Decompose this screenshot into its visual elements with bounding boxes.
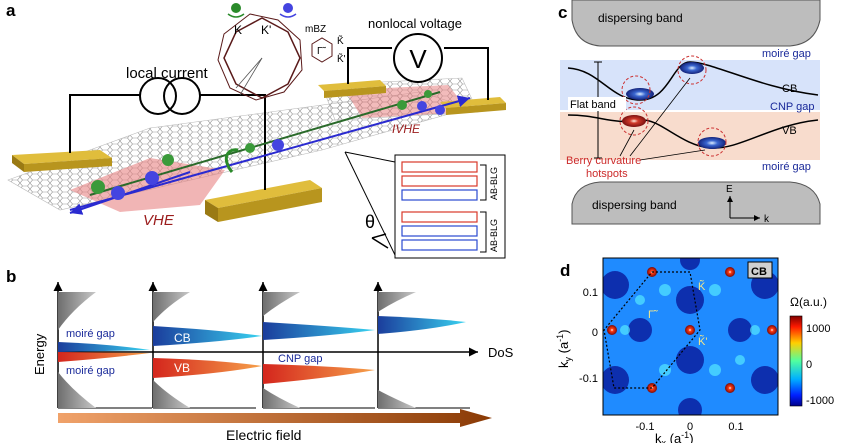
dispersing-bands xyxy=(58,292,416,408)
hotspot-circles xyxy=(619,55,727,157)
colorbar-tick: 1000 xyxy=(806,323,830,335)
nonlocal-voltage-label: nonlocal voltage xyxy=(368,16,462,31)
hotspot-cb-max xyxy=(680,62,704,74)
cnp-gap-label: CNP gap xyxy=(770,101,814,113)
ab-blg-top-label: AB-BLG xyxy=(489,167,499,200)
x-tick: 0 xyxy=(687,421,693,433)
gamma-tilde-label: Γ̃ xyxy=(317,46,327,57)
kp-tilde-label: K̃' xyxy=(698,335,707,348)
current-source-icon xyxy=(139,77,201,115)
valley-Kp-label: K' xyxy=(261,23,271,37)
colorbar-tick: -1000 xyxy=(806,395,834,407)
theta-label: θ xyxy=(365,212,375,232)
energy-axis-label: Energy xyxy=(32,333,47,375)
dispersing-band-bottom xyxy=(571,181,821,225)
panel-d: d xyxy=(555,257,834,443)
vb-band-region xyxy=(560,112,820,160)
panel-c: c dispersing band moiré gap CB CNP gap V… xyxy=(558,0,821,225)
cb-badge xyxy=(747,261,773,279)
contacts xyxy=(12,80,506,222)
mbz-hexagon xyxy=(603,271,701,389)
kp-tilde-label: K̃' xyxy=(337,52,346,65)
cb-dispersion-curve xyxy=(567,61,819,101)
dispersing-band-top xyxy=(571,0,821,47)
cb-label: CB xyxy=(174,331,191,345)
panel-letter-d: d xyxy=(560,261,570,280)
hotspot-vb-max xyxy=(622,115,646,127)
local-current-label: local current xyxy=(126,65,209,82)
dispersing-band-bottom-label: dispersing band xyxy=(592,198,677,212)
x-axis-label: kx (a-1) xyxy=(655,430,694,443)
y-tick: -0.1 xyxy=(579,373,598,385)
electric-field-label: Electric field xyxy=(226,427,301,443)
moire-gap-top-label: moiré gap xyxy=(66,328,115,340)
cnp-gap-label: CNP gap xyxy=(278,353,322,365)
bracket xyxy=(480,211,487,253)
ab-blg-bottom-label: AB-BLG xyxy=(489,219,499,252)
gamma-tilde-label: Γ̃ xyxy=(648,309,658,321)
cb-label: CB xyxy=(782,83,797,95)
zoom-line xyxy=(344,151,396,163)
panel-letter-a: a xyxy=(6,1,16,20)
dos-axis-label: DoS xyxy=(488,345,514,360)
berry-label-line1: Berry curvature xyxy=(566,155,641,167)
valley-K-label: K xyxy=(234,23,242,37)
panel-letter-c: c xyxy=(558,3,567,22)
k-prime-trajectory xyxy=(69,95,471,211)
vb-dispersion-curve xyxy=(567,114,819,149)
x-tick: -0.1 xyxy=(636,421,655,433)
vb-label: VB xyxy=(782,125,797,137)
twist-angle-icon xyxy=(371,233,389,249)
panel-letter-b: b xyxy=(6,267,16,286)
pointer-line xyxy=(629,77,691,157)
mini-brillouin-zone xyxy=(217,3,333,101)
moire-gap-bottom-label: moiré gap xyxy=(66,365,115,377)
flat-band-label-bg xyxy=(568,97,626,111)
flat-band-label: Flat band xyxy=(570,99,616,111)
valley-particles xyxy=(91,90,445,200)
pointer-line xyxy=(639,149,706,161)
voltmeter-icon xyxy=(393,33,443,83)
hotspot-vb-min xyxy=(698,137,726,149)
berry-label-line2: hotspots xyxy=(586,168,628,180)
cb-badge-text: CB xyxy=(751,266,767,278)
vhe-label: VHE xyxy=(143,212,175,229)
y-axis-label: ky (a-1) xyxy=(555,329,573,368)
panel-b: b xyxy=(6,267,514,443)
colorbar-title: Ω(a.u.) xyxy=(790,295,827,309)
wires xyxy=(69,47,489,190)
pointer-line xyxy=(619,129,635,157)
berry-curvature-map xyxy=(603,258,778,415)
map-frame xyxy=(602,257,779,416)
vb-label: VB xyxy=(174,361,190,375)
moire-layers xyxy=(401,161,478,251)
moire-gap-bottom-label: moiré gap xyxy=(762,161,811,173)
colorbar-tick: 0 xyxy=(806,359,812,371)
mbz-label: mBZ xyxy=(305,24,326,35)
flat-band-dos xyxy=(58,316,466,384)
k-prime-reverse-trajectory xyxy=(69,171,191,215)
dispersing-band-top-label: dispersing band xyxy=(598,11,683,25)
moire-gap-top-label: moiré gap xyxy=(762,48,811,60)
y-tick: 0.1 xyxy=(583,287,598,299)
colorbar xyxy=(789,315,803,407)
voltmeter-symbol: V xyxy=(409,44,427,74)
x-tick: 0.1 xyxy=(728,421,743,433)
bracket xyxy=(480,164,487,201)
k-tilde-label: K̃ xyxy=(337,34,344,47)
k-tilde-label: K̃ xyxy=(698,280,706,293)
electric-field-arrow xyxy=(58,409,492,427)
axis-k-label: k xyxy=(764,214,770,225)
axis-E-label: E xyxy=(726,184,733,195)
curl-arrow-icon xyxy=(224,148,239,173)
panel-a: a xyxy=(6,1,506,259)
ivhe-label: IVHE xyxy=(392,122,421,136)
hotspot-cb-min xyxy=(626,88,654,100)
zoom-line xyxy=(344,151,396,256)
y-tick: 0 xyxy=(592,327,598,339)
